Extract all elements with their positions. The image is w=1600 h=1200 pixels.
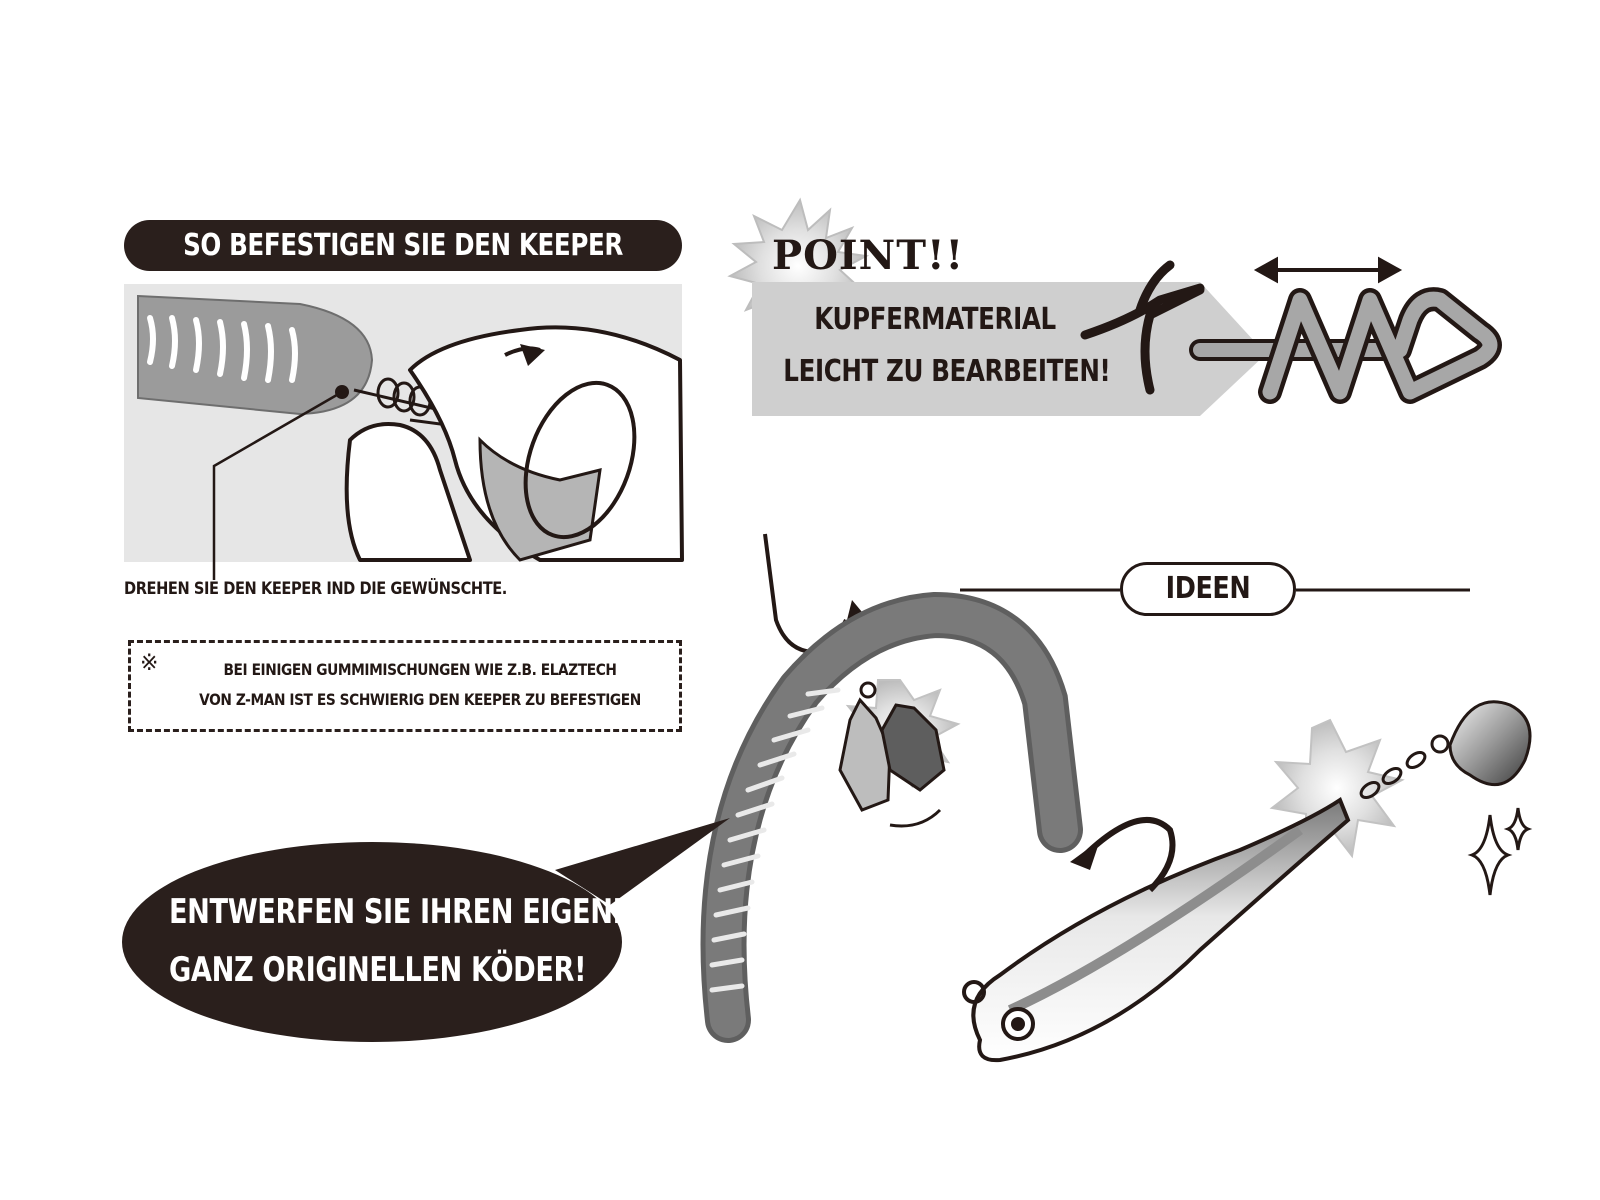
worm-lure-illustration [700, 533, 1083, 1043]
point-line-1: KUPFERMATERIAL [814, 302, 1056, 337]
bubble-line-1: ENTWERFEN SIE IHREN EIGENEN [169, 892, 654, 932]
note-box [128, 640, 682, 732]
point-heading: POINT!! [772, 232, 965, 279]
note-line-2: VON Z-MAN IST ES SCHWIERIG DEN KEEPER ZU… [199, 690, 641, 709]
point-line-2: LEICHT ZU BEARBEITEN! [783, 354, 1111, 389]
note-reference-icon: ※ [140, 651, 159, 676]
point-panel [727, 197, 1502, 416]
bubble-line-2: GANZ ORIGINELLEN KÖDER! [169, 950, 587, 990]
ideen-label: IDEEN [1165, 571, 1251, 606]
keeper-illustration [124, 284, 684, 580]
keeper-caption: DREHEN SIE DEN KEEPER IND DIE GEWÜNSCHTE… [124, 579, 507, 599]
section-title: SO BEFESTIGEN SIE DEN KEEPER [183, 228, 623, 263]
ideen-pill [1120, 562, 1296, 616]
section-title-pill [124, 220, 682, 271]
note-line-1: BEI EINIGEN GUMMIMISCHUNGEN WIE Z.B. ELA… [223, 660, 617, 679]
speech-bubble [122, 818, 730, 1042]
swimbait-lure-illustration [962, 700, 1533, 1063]
